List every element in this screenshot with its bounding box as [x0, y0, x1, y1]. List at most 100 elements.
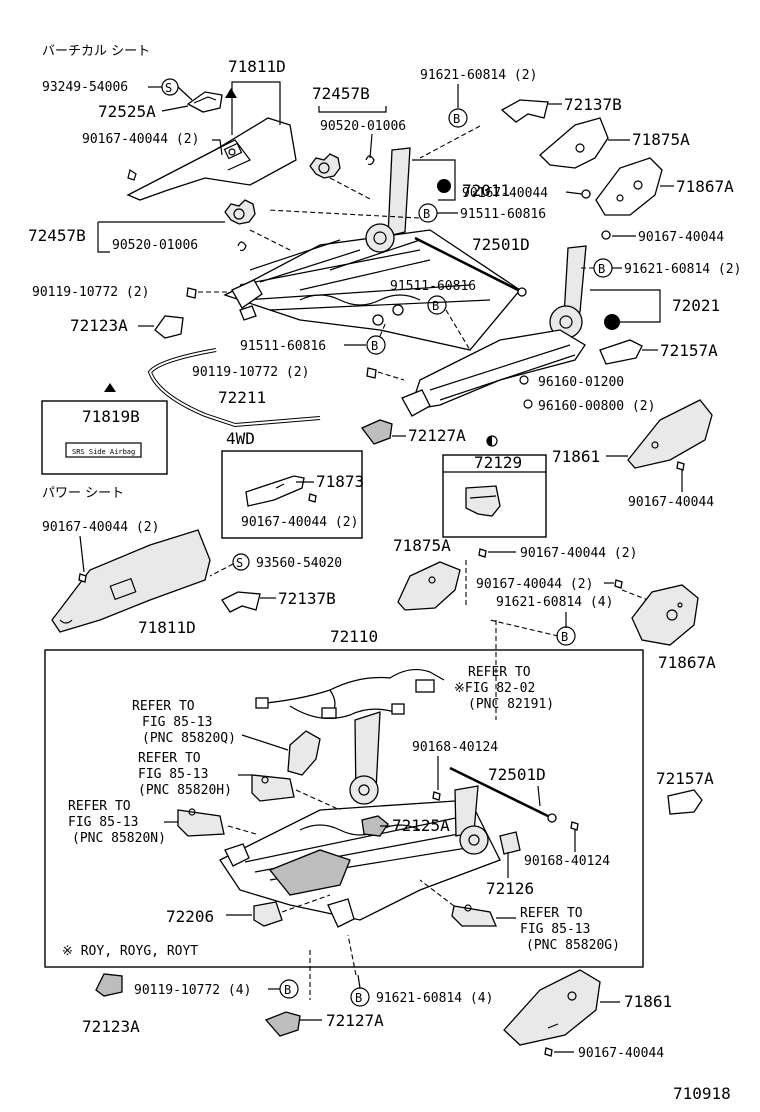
- bracket-72137B-top: [500, 99, 549, 123]
- sticker-71819B: [65, 442, 142, 458]
- box-72129: [442, 454, 547, 538]
- refer-85820Q-line2: FIG 85-13: [142, 715, 212, 730]
- label-90520-01006-left: 90520-01006: [112, 238, 198, 253]
- label-72123A-bottom: 72123A: [82, 1017, 140, 1036]
- s-symbol-label: S: [236, 556, 243, 570]
- screw-icon: [127, 169, 137, 181]
- label-96160-00800-2: 96160-00800 (2): [538, 399, 655, 414]
- bolt-icon: [372, 314, 384, 326]
- seat-cover-71811D-power: [51, 529, 211, 633]
- refer-85820N-line1: REFER TO: [68, 799, 131, 814]
- label-90167-40044-right: 90167-40044: [638, 230, 724, 245]
- label-90167-40044-under-72011: 90167-40044: [462, 186, 548, 201]
- label-72457B-left: 72457B: [28, 226, 86, 245]
- label-71875A-top: 71875A: [632, 130, 690, 149]
- bracket-72126: [499, 831, 521, 855]
- seat-adjuster-right: [401, 245, 587, 417]
- refer-85820Q-line3: (PNC 85820Q): [142, 731, 236, 746]
- label-72211: 72211: [218, 388, 266, 407]
- refer-82-02-line2: ※FIG 82-02: [454, 681, 535, 696]
- bolt-icon: [570, 821, 579, 831]
- bracket-72123A-bottom: [95, 973, 123, 997]
- label-90167-40044-2-power-a: 90167-40044 (2): [520, 546, 637, 561]
- label-90167-40044-2-4wd: 90167-40044 (2): [241, 515, 358, 530]
- label-91621-60814-2-right: 91621-60814 (2): [624, 262, 741, 277]
- label-90167-40044-2-power-b: 90167-40044 (2): [476, 577, 593, 592]
- b-symbol-label: B: [453, 112, 460, 126]
- screw-cap-icon: [225, 88, 237, 98]
- motor-85820H: [251, 774, 295, 802]
- b-symbol-label: B: [355, 991, 362, 1005]
- label-90167-40044-2-top: 90167-40044 (2): [82, 132, 199, 147]
- cover-71861-bottom: [503, 969, 601, 1046]
- power-seat-heading: パワー シート: [42, 486, 124, 501]
- label-90119-10772-4: 90119-10772 (4): [134, 983, 251, 998]
- washer-icon: [523, 399, 533, 409]
- label-71873: 71873: [316, 472, 364, 491]
- label-91511-60816-mid: 91511-60816: [390, 279, 476, 294]
- refer-85820Q-line1: REFER TO: [132, 699, 195, 714]
- refer-85820G-line2: FIG 85-13: [520, 922, 590, 937]
- label-96160-01200: 96160-01200: [538, 375, 624, 390]
- label-72127A-bottom: 72127A: [326, 1011, 384, 1030]
- label-90119-10772-2-mid: 90119-10772 (2): [192, 365, 309, 380]
- cover-71867A-top: [595, 157, 663, 216]
- bracket-71873: [245, 475, 305, 507]
- label-90168-40124-a: 90168-40124: [412, 740, 498, 755]
- bracket-72129: [465, 485, 501, 517]
- b-symbol-label: B: [598, 262, 605, 276]
- label-71861-bottom: 71861: [624, 992, 672, 1011]
- triangle-icon: [104, 383, 116, 392]
- box-4wd: [221, 450, 363, 539]
- label-91621-60814-2-top: 91621-60814 (2): [420, 68, 537, 83]
- rod-end-icon: [547, 813, 557, 823]
- bolt-icon: [186, 287, 197, 299]
- motor-85820G: [451, 904, 497, 927]
- clip-72127A-top: [360, 419, 393, 445]
- refer-85820N-line2: FIG 85-13: [68, 815, 138, 830]
- label-72123A-top: 72123A: [70, 316, 128, 335]
- label-72157A-power: 72157A: [656, 769, 714, 788]
- refer-85820H-line1: REFER TO: [138, 751, 201, 766]
- label-71875A-power: 71875A: [393, 536, 451, 555]
- screw-icon: [308, 493, 317, 503]
- label-72501D-top: 72501D: [472, 235, 530, 254]
- power-seat-frame: [219, 711, 501, 928]
- screw-icon: [581, 189, 591, 199]
- box-71819B: [41, 400, 168, 475]
- cover-71861-top: [627, 399, 713, 469]
- half-circle-icon: [437, 179, 451, 193]
- label-71867A-power: 71867A: [658, 653, 716, 672]
- b-symbol-label: B: [371, 339, 378, 353]
- label-71819B: 71819B: [82, 407, 140, 426]
- label-93249-54006: 93249-54006: [42, 80, 128, 95]
- label-72021: 72021: [672, 296, 720, 315]
- label-72126: 72126: [486, 879, 534, 898]
- s-symbol-label: S: [165, 81, 172, 95]
- label-71811D-top: 71811D: [228, 57, 286, 76]
- bracket-72137B-power: [221, 591, 261, 613]
- motor-85820N: [177, 808, 225, 837]
- label-72157A-top: 72157A: [660, 341, 718, 360]
- label-71811D-power: 71811D: [138, 618, 196, 637]
- label-91621-60814-4-power: 91621-60814 (4): [496, 595, 613, 610]
- label-72011: 72011: [462, 181, 510, 200]
- wire-harness: [255, 668, 445, 720]
- bolt-icon: [432, 791, 441, 801]
- label-71861-top: 71861: [552, 447, 600, 466]
- vertical-seat-heading: バーチカル シート: [42, 44, 150, 59]
- label-90520-01006-top: 90520-01006: [320, 119, 406, 134]
- connector-icon: [255, 697, 269, 709]
- label-90167-40044-2-power: 90167-40044 (2): [42, 520, 159, 535]
- motor-85820Q: [287, 730, 321, 776]
- bolt-icon: [366, 367, 377, 379]
- cover-71875A-power: [397, 561, 461, 611]
- half-circle-icon: [604, 314, 620, 330]
- refer-85820G-line1: REFER TO: [520, 906, 583, 921]
- rod-end-icon: [517, 287, 527, 297]
- label-90167-40044-bottom: 90167-40044: [578, 1046, 664, 1061]
- label-72457B-top: 72457B: [312, 84, 370, 103]
- label-72206: 72206: [166, 907, 214, 926]
- label-90119-10772-2-left: 90119-10772 (2): [32, 285, 149, 300]
